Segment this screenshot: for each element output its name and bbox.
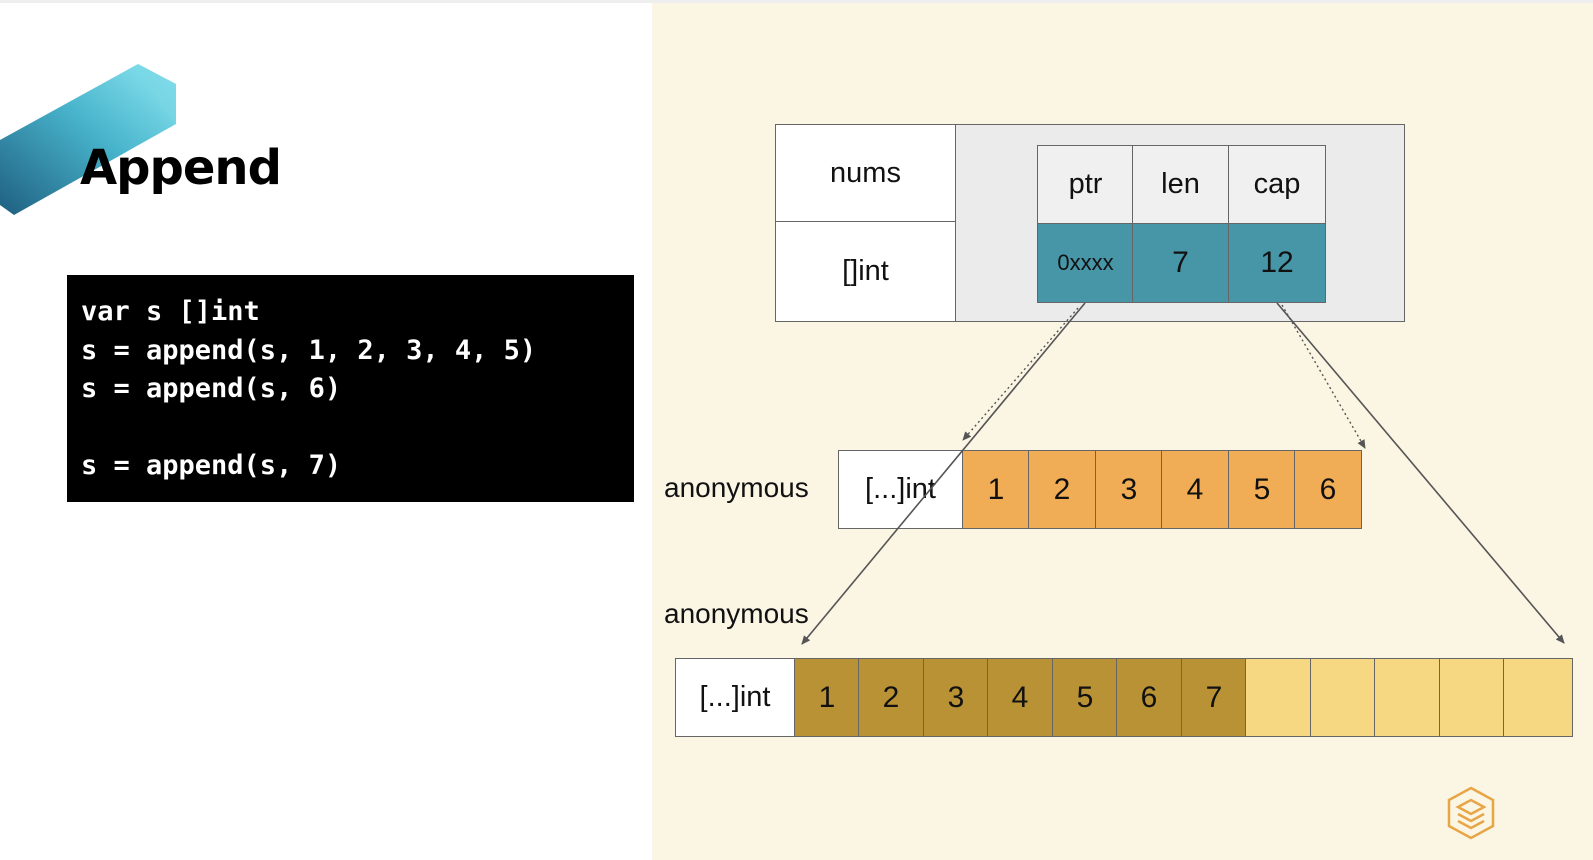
second-array-cell: 2 [858,658,924,737]
first-array-cell: 6 [1294,450,1362,529]
cell-value: 5 [1253,472,1271,506]
first-array-cell: 1 [962,450,1030,529]
second-array-cell: 7 [1181,658,1247,737]
cell-value: 6 [1140,680,1158,714]
header-field-cap: cap [1228,145,1326,224]
stack-logo-icon [1447,786,1495,840]
first-array-label: anonymous [664,472,809,503]
header-value: 12 [1260,246,1294,279]
second-array-cell: 6 [1116,658,1182,737]
array-type-text: [...]int [865,473,936,505]
header-field-label: len [1161,168,1200,200]
cell-value: 1 [987,472,1005,506]
cell-value: 3 [947,680,965,714]
first-array-cell: 5 [1228,450,1296,529]
cell-value: 5 [1076,680,1094,714]
header-value-len: 7 [1132,223,1229,303]
first-array-cell: 2 [1028,450,1096,529]
variable-type: []int [842,255,889,287]
variable-name: nums [830,157,901,189]
code-line: var s []int [81,296,260,327]
second-array-cell-empty [1245,658,1311,737]
second-array-label: anonymous [664,598,809,629]
cell-value: 3 [1120,472,1138,506]
first-array-cell: 4 [1161,450,1229,529]
cell-value: 7 [1205,680,1223,714]
second-array-cell: 1 [794,658,860,737]
header-field-ptr: ptr [1037,145,1134,224]
header-value: 7 [1172,246,1189,279]
code-line: s = append(s, 7) [81,450,342,481]
cell-value: 1 [818,680,836,714]
cell-value: 4 [1186,472,1204,506]
second-array-cell-empty [1503,658,1573,737]
cell-value: 2 [1053,472,1071,506]
second-array-cell: 5 [1052,658,1118,737]
header-value: 0xxxx [1057,250,1114,275]
cell-value: 4 [1011,680,1029,714]
second-array-cell-empty [1310,658,1376,737]
cell-value: 2 [882,680,900,714]
code-line: s = append(s, 6) [81,373,342,404]
first-array-cell: 3 [1095,450,1163,529]
second-array-cell-empty [1439,658,1505,737]
code-line [81,409,634,448]
second-array-type: [...]int [675,658,795,737]
top-strip [0,0,1593,3]
second-array-cell-empty [1374,658,1440,737]
second-array-cell: 4 [987,658,1053,737]
header-value-cap: 12 [1228,223,1326,303]
second-array-cell: 3 [923,658,989,737]
variable-name-cell: nums [775,124,956,223]
header-field-label: cap [1253,168,1301,200]
teal-bar-graphic [0,64,176,215]
slide-title: Append [80,140,282,196]
code-block: var s []int s = append(s, 1, 2, 3, 4, 5)… [67,275,634,502]
array-type-text: [...]int [699,681,771,713]
header-value-ptr: 0xxxx [1037,223,1134,303]
first-array-type: [...]int [838,450,963,529]
cell-value: 6 [1319,472,1337,506]
code-line: s = append(s, 1, 2, 3, 4, 5) [81,334,537,366]
header-field-len: len [1132,145,1229,224]
header-field-label: ptr [1068,168,1103,200]
variable-type-cell: []int [775,221,956,322]
